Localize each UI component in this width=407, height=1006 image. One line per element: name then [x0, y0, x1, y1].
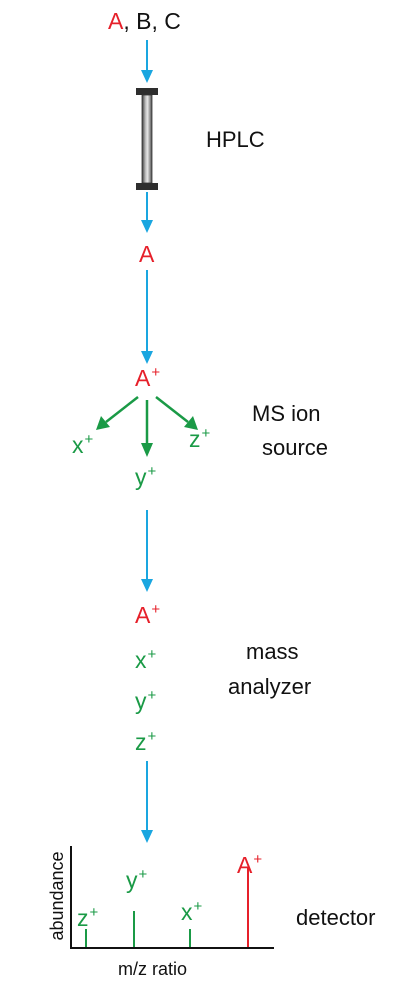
- analyte-a-label: A: [108, 8, 124, 34]
- fragment-x-letter: x: [72, 432, 84, 458]
- analyzer-ion-x: x+: [135, 646, 157, 673]
- fragment-x-charge: +: [84, 431, 94, 449]
- analyzer-a-letter: A: [135, 602, 151, 628]
- plot-axes: [70, 846, 274, 949]
- spectrum-peaks: [85, 867, 249, 947]
- analyzer-z-letter: z: [135, 729, 147, 755]
- peak-y-letter: y: [126, 867, 138, 893]
- stage-label-analyzer-line1: mass: [246, 639, 299, 664]
- flow-arrow-2: [141, 192, 153, 233]
- peak-y-charge: +: [138, 866, 148, 884]
- analyzer-y-letter: y: [135, 688, 147, 714]
- analyzer-ion-a: A+: [135, 601, 161, 628]
- analyzer-z-charge: +: [147, 728, 157, 746]
- peak-label-a: A+: [237, 851, 263, 878]
- fragment-z-letter: z: [189, 426, 201, 452]
- stage-label-analyzer-line2: analyzer: [228, 674, 312, 699]
- parent-ion-label: A+: [135, 364, 161, 391]
- fragment-arrow-z: [155, 396, 198, 430]
- hplc-column-icon: [136, 88, 158, 190]
- flow-arrow-3: [141, 270, 153, 364]
- analyzer-y-charge: +: [147, 687, 157, 705]
- peak-label-y: y+: [126, 866, 148, 893]
- fragment-y-charge: +: [147, 463, 157, 481]
- stage-label-ms-ion-line1: MS ion: [252, 401, 321, 426]
- fragment-arrow-y: [141, 400, 153, 457]
- analyzer-ion-y: y+: [135, 687, 157, 714]
- fragment-ion-z: z+: [189, 425, 211, 452]
- fragment-z-charge: +: [201, 425, 211, 443]
- parent-ion-letter: A: [135, 365, 151, 391]
- flow-arrow-5: [141, 761, 153, 843]
- peak-label-x: x+: [181, 898, 203, 925]
- peak-x-charge: +: [193, 898, 203, 916]
- peak-label-z: z+: [77, 904, 99, 931]
- plot-xlabel: m/z ratio: [118, 959, 188, 979]
- flow-arrow-4: [141, 510, 153, 592]
- analyzer-ion-z: z+: [135, 728, 157, 755]
- fragment-y-letter: y: [135, 464, 147, 490]
- peak-x-letter: x: [181, 899, 193, 925]
- flow-arrow-1: [141, 40, 153, 83]
- peak-a-charge: +: [253, 851, 263, 869]
- parent-ion-charge: +: [151, 364, 161, 382]
- peak-a-letter: A: [237, 852, 253, 878]
- peak-z-charge: +: [89, 904, 99, 922]
- fragment-arrow-x: [96, 396, 139, 430]
- sample-mixture-label: A, B, C: [108, 10, 181, 33]
- analyzer-x-letter: x: [135, 647, 147, 673]
- mixture-rest-label: , B, C: [123, 8, 181, 34]
- plot-ylabel: abundance: [47, 851, 67, 941]
- fragment-ion-y: y+: [135, 463, 157, 490]
- separated-analyte-label: A: [139, 241, 155, 267]
- peak-z-letter: z: [77, 905, 89, 931]
- stage-label-detector: detector: [296, 905, 376, 930]
- fragment-ion-x: x+: [72, 431, 94, 458]
- analyzer-a-charge: +: [151, 601, 161, 619]
- analyzer-x-charge: +: [147, 646, 157, 664]
- stage-label-hplc: HPLC: [206, 127, 265, 152]
- stage-label-ms-ion-line2: source: [262, 435, 329, 460]
